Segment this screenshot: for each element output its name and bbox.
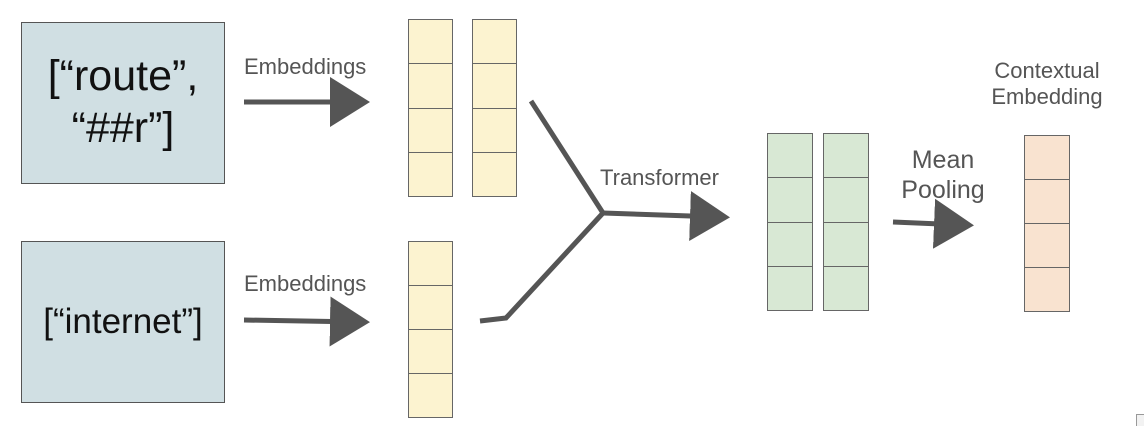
arrow-mean-pooling <box>892 198 974 249</box>
label-embeddings-top: Embeddings <box>244 54 367 79</box>
token-text-route: [“route”, “##r”] <box>47 52 199 152</box>
vector-cell <box>473 109 516 153</box>
label-embeddings-bottom: Embeddings <box>244 271 367 296</box>
token-box-internet: [“internet”] <box>21 241 225 403</box>
vector-cell <box>768 267 812 310</box>
label-transformer: Transformer <box>600 165 719 190</box>
vector-cell <box>473 153 516 196</box>
token-text-internet: [“internet”] <box>43 302 203 341</box>
arrow-transformer <box>602 190 730 241</box>
vector-cell <box>824 223 868 267</box>
corner-mark <box>1136 414 1144 426</box>
vector-cell <box>473 20 516 65</box>
label-mean-pooling: Mean Pooling <box>901 146 985 204</box>
vector-cell <box>768 134 812 179</box>
embedding-vector-route <box>408 19 453 197</box>
contextual-embedding-vector <box>1024 135 1070 312</box>
transformer-output-vector-2 <box>823 133 869 311</box>
vector-cell <box>473 64 516 109</box>
vector-cell <box>409 242 452 286</box>
vector-cell <box>409 109 452 153</box>
merge-line-top <box>528 99 606 215</box>
vector-cell <box>409 330 452 374</box>
vector-cell <box>768 223 812 267</box>
vector-cell <box>409 64 452 109</box>
vector-cell <box>409 286 452 330</box>
vector-cell <box>409 20 452 65</box>
vector-cell <box>409 374 452 417</box>
arrow-embeddings-bottom <box>243 296 370 347</box>
merge-line-bottom <box>479 211 605 324</box>
label-contextual-embedding: Contextual Embedding <box>991 58 1103 110</box>
token-box-route: [“route”, “##r”] <box>21 22 225 184</box>
vector-cell <box>1025 180 1069 224</box>
vector-cell <box>1025 136 1069 180</box>
vector-cell <box>409 153 452 196</box>
vector-cell <box>1025 224 1069 268</box>
transformer-output-vector-1 <box>767 133 813 311</box>
vector-cell <box>768 178 812 223</box>
vector-cell <box>824 134 868 179</box>
vector-cell <box>824 267 868 310</box>
embedding-vector-r <box>472 19 517 197</box>
vector-cell <box>824 178 868 223</box>
vector-cell <box>1025 268 1069 311</box>
embedding-vector-internet <box>408 241 453 418</box>
